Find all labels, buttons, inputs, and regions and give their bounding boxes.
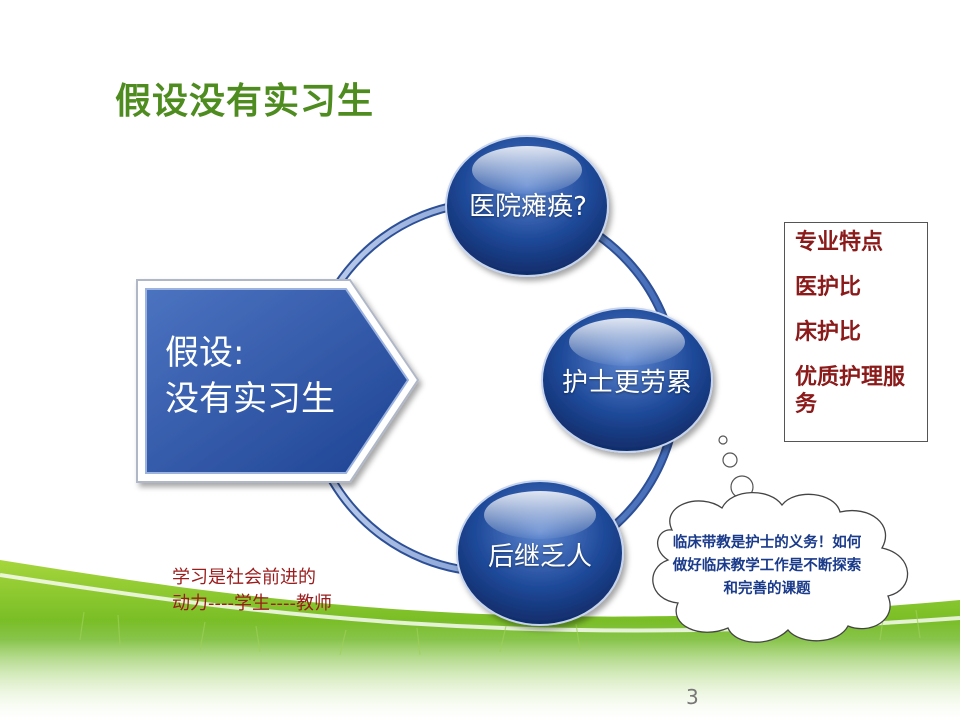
sphere-label-nurses-tired: 护士更劳累 [561,368,692,398]
sphere-label-hospital-paralysis: 医院瘫痪? [469,192,587,222]
factor-item: 床护比 [795,320,862,345]
assumption-line-2: 没有实习生 [165,379,335,419]
sphere-no-successors [456,480,624,626]
cloud-shape [652,491,909,643]
factors-box: 专业特点 医护比 床护比 优质护理服务 [784,222,928,442]
factor-item: 优质护理服务 [795,365,906,417]
sphere-label-no-successors: 后继乏人 [487,542,592,572]
sphere-nurses-tired [541,307,713,453]
assumption-text: 假设: 没有实习生 [165,330,335,422]
sphere-hospital-paralysis [445,135,609,277]
learning-quote: 学习是社会前进的动力----学生----教师 [172,567,332,614]
slide-title: 假设没有实习生 [115,81,375,122]
factor-item: 医护比 [795,275,862,300]
assumption-line-1: 假设: [165,333,245,373]
factor-item: 专业特点 [795,230,884,255]
assumption-arrow [136,279,420,483]
page-number: 3 [686,685,699,709]
cloud-text: 临床带教是护士的义务！如何做好临床教学工作是不断探索和完善的课题 [672,535,862,597]
thought-bubbles [718,435,754,499]
